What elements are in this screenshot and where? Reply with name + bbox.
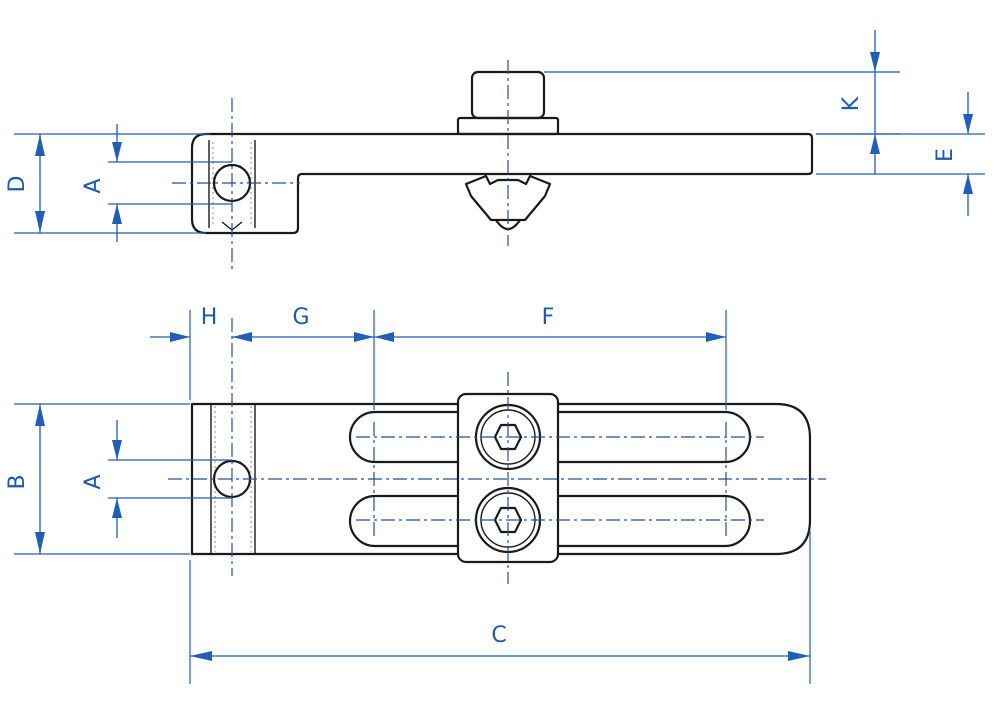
dim-a-top-arrow-bottom xyxy=(112,498,122,518)
dim-e-arrow-bottom xyxy=(963,174,973,194)
side-body-outline xyxy=(190,132,814,235)
hex-socket-upper xyxy=(493,423,523,451)
hex-socket-lower xyxy=(493,506,523,534)
dim-b-arrow-bottom xyxy=(35,532,45,554)
dim-a-side-arrow-top xyxy=(112,142,122,162)
dim-e-arrow-top xyxy=(963,114,973,134)
dim-a-top-label: A xyxy=(81,474,106,489)
dim-c-arrow-left xyxy=(190,651,212,661)
top-view xyxy=(168,318,826,584)
dim-c-label: C xyxy=(491,623,506,648)
top-view-dimensions: H G F B A C xyxy=(5,305,811,684)
dim-f-arrow-right xyxy=(706,332,726,342)
dim-g-label: G xyxy=(292,305,309,330)
dim-d-arrow-bottom xyxy=(35,211,45,233)
dim-k-arrow-top xyxy=(870,52,880,72)
side-view xyxy=(172,60,814,270)
dim-b-arrow-top xyxy=(35,404,45,426)
dim-k-label: K xyxy=(839,96,864,111)
dim-h-label: H xyxy=(201,305,218,330)
side-tslot-nut xyxy=(464,174,552,222)
dim-f-arrow-left xyxy=(374,332,394,342)
dim-b-label: B xyxy=(5,474,30,489)
dim-e-label: E xyxy=(933,148,958,162)
dim-a-side-arrow-bottom xyxy=(112,204,122,224)
dim-a-side-label: A xyxy=(81,178,106,193)
side-view-dimensions: D A K E xyxy=(5,30,985,242)
dim-d-arrow-top xyxy=(35,134,45,156)
dim-k-arrow-bottom xyxy=(870,134,880,154)
dim-a-top-arrow-top xyxy=(112,440,122,460)
dim-g-arrow-right xyxy=(354,332,374,342)
dim-h-arrow-left xyxy=(170,332,190,342)
dim-d-label: D xyxy=(5,176,30,193)
top-body-outline xyxy=(190,402,812,556)
dim-f-label: F xyxy=(542,305,555,330)
dim-c-arrow-right xyxy=(788,651,810,661)
